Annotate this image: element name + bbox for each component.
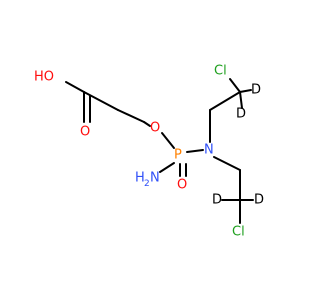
- bonds: [65, 78, 254, 224]
- chlorine-top-label: Cl: [214, 64, 227, 79]
- atom-labels: HO O O P O N H 2 N Cl D D D D Cl: [34, 64, 264, 240]
- bond-p-nh2: [159, 162, 175, 173]
- bond-cd2-d-top-1: [239, 89, 252, 93]
- deuterium-top-1-label: D: [251, 83, 261, 98]
- deuterium-bottom-2-label: D: [254, 193, 264, 208]
- bond-n-ch2-bottom: [213, 156, 241, 171]
- bond-o-ester-p: [161, 132, 175, 149]
- bond-c3-o-ester: [143, 121, 151, 127]
- deuterium-bottom-1-label: D: [212, 193, 222, 208]
- amine-subscript-label: 2: [144, 179, 150, 189]
- molecule-canvas: HO O O P O N H 2 N Cl D D D D Cl: [34, 64, 264, 240]
- bond-ch2-top-cd2: [209, 91, 241, 111]
- amine-h-label: H: [135, 171, 145, 186]
- phosphoryl-oxygen-label: O: [177, 178, 187, 193]
- phosphorus-label: P: [174, 148, 182, 163]
- carbonyl-oxygen-label: O: [80, 125, 90, 140]
- bond-ho-c1: [65, 81, 85, 93]
- bond-c2-c3: [117, 109, 145, 123]
- nitrogen-label: N: [204, 143, 214, 158]
- deuterium-top-2-label: D: [236, 107, 246, 122]
- molecule-structure-diagram: HO O O P O N H 2 N Cl D D D D Cl: [34, 64, 264, 240]
- bond-p-n: [186, 149, 204, 153]
- amine-n-label: N: [150, 171, 160, 186]
- bond-cd2-d-top-2: [239, 91, 243, 109]
- bond-c1-c2: [83, 91, 119, 111]
- chlorine-bottom-label: Cl: [232, 225, 245, 240]
- bond-cd2-cl-top: [229, 78, 241, 93]
- ester-oxygen-label: O: [150, 121, 160, 136]
- hydroxyl-label: HO: [34, 70, 54, 85]
